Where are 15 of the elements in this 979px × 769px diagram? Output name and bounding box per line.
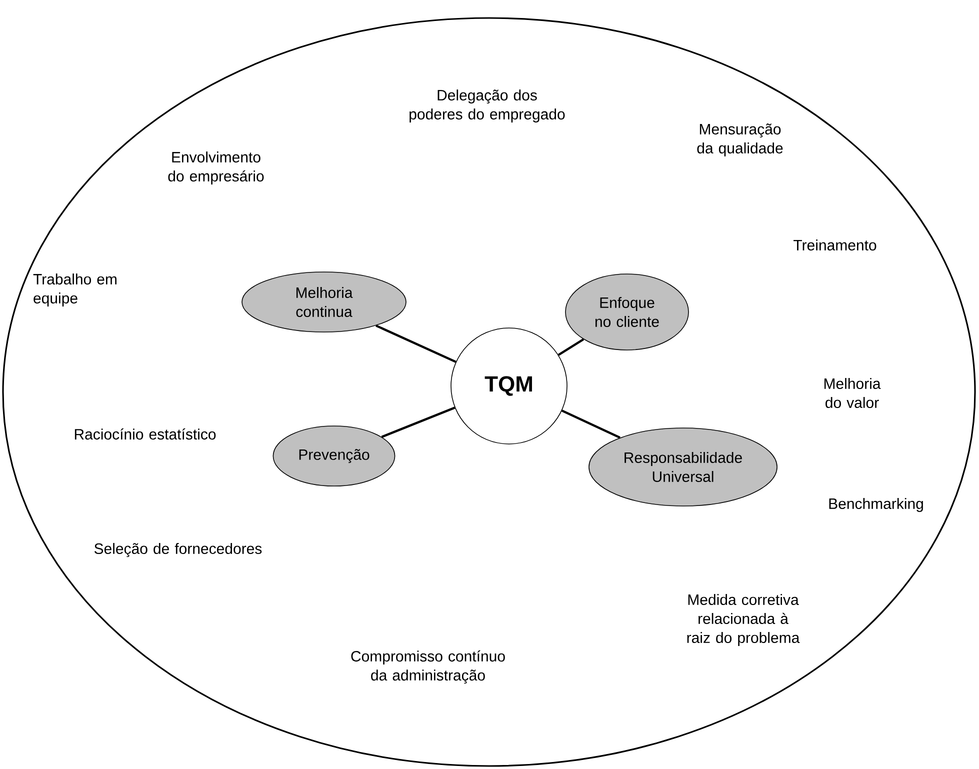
connector-line [561, 410, 620, 439]
concept-label: Trabalho em equipe [33, 274, 116, 306]
concept-label: Raciocínio estatístico [74, 428, 216, 440]
concept-label: Seleção de fornecedores [94, 542, 262, 558]
concept-label: Benchmarking [829, 498, 923, 512]
concept-label: Treinamento [794, 240, 876, 250]
concept-label: Melhoria do valor [824, 378, 881, 408]
concept-label: Envolvimento do empresário [168, 152, 264, 184]
connector-line [381, 406, 456, 438]
concept-label: Medida corretiva relacionada à raiz do problema [687, 594, 800, 646]
concept-label: Mensuração da qualidade [697, 124, 783, 156]
concept-label: Delegação dos poderes do empregado [410, 90, 565, 122]
connector-line [376, 324, 456, 363]
connector-line [558, 338, 584, 356]
concept-label: Compromisso contínuo da administração [351, 650, 505, 684]
